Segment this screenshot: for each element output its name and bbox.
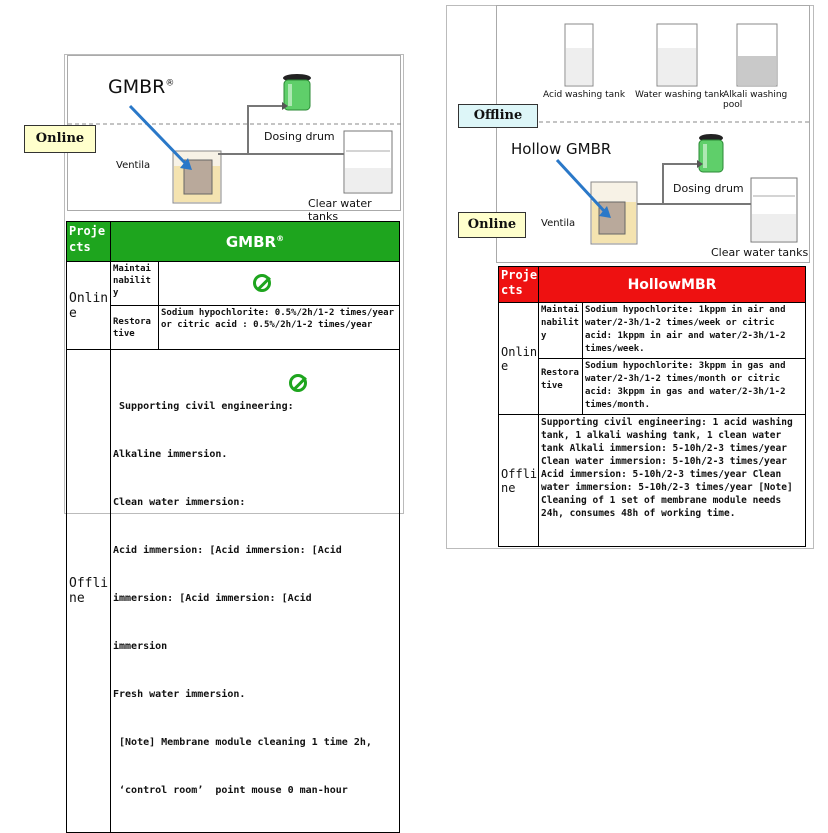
restorative-value: Sodium hypochlorite: 3kppm in gas and wa… [582,358,806,415]
restorative-label: Restora tive [538,358,583,415]
offline-value: Supporting civil engineering: 1 acid was… [538,414,806,547]
left-diagram-svg [68,74,402,204]
alkali-washing-pool-label: Alkali washing pool [723,90,788,110]
dosing-drum-label: Dosing drum [264,130,335,143]
offline-row-label: Offli ne [66,349,111,833]
water-washing-tank-icon [656,23,698,87]
online-row-label: Onlin e [498,302,539,415]
maintainability-value [158,261,400,306]
online-row-label: Onlin e [66,261,111,350]
right-offline-diagram: Acid washing tank Water washing tank Alk… [496,5,811,263]
dosing-drum-icon [283,74,311,111]
online-tag: Online [24,125,96,153]
maintainability-label: Maintai nabilit y [538,302,583,359]
restorative-label: Restora tive [110,305,159,350]
gmbr-table-title: GMBR® [110,221,400,262]
restorative-value: Sodium hypochlorite: 0.5%/2h/1-2 times/y… [158,305,400,350]
hollow-gmbr-label: Hollow GMBR [511,140,612,158]
water-washing-tank-label: Water washing tank [635,90,725,100]
no-maintenance-icon [289,374,307,392]
ventila-label: Ventila [116,160,151,171]
maintainability-label: Maintai nabilit y [110,261,159,306]
online-tag-right: Online [458,212,526,238]
right-diagram-svg [497,23,811,245]
dosing-drum-label: Dosing drum [673,182,744,195]
left-diagram: GMBR® Dosing drum Ventila Clear water ta… [67,55,402,223]
acid-washing-tank-icon [564,23,594,87]
hollowmbr-table-title: HollowMBR [538,266,806,303]
offline-tag: Offline [458,104,538,128]
gmbr-table: Proje cts GMBR® Onlin e Maintai nabilit … [66,221,400,833]
clear-water-tank-icon [750,177,798,243]
dosing-drum-icon [698,134,724,173]
gmbr-label: GMBR® [108,76,175,98]
alkali-washing-pool-icon [736,23,778,87]
clear-water-tanks-label: Clear water tanks [711,246,809,259]
maintainability-value: Sodium hypochlorite: 1kppm in air and wa… [582,302,806,359]
hollowmbr-table: Proje cts HollowMBR Onlin e Maintai nabi… [498,266,806,547]
projects-header: Proje cts [498,266,539,303]
projects-header: Proje cts [66,221,111,262]
clear-water-tank-icon [343,130,393,194]
offline-row-label: Offli ne [498,414,539,547]
clear-water-tanks-label: Clear water tanks [308,197,372,223]
acid-washing-tank-label: Acid washing tank [543,90,626,100]
no-maintenance-icon [253,274,271,292]
hollow-gmbr-tank-icon [590,181,638,245]
ventila-label: Ventila [541,218,576,229]
offline-value: Supporting civil engineering: Alkaline i… [110,349,400,833]
